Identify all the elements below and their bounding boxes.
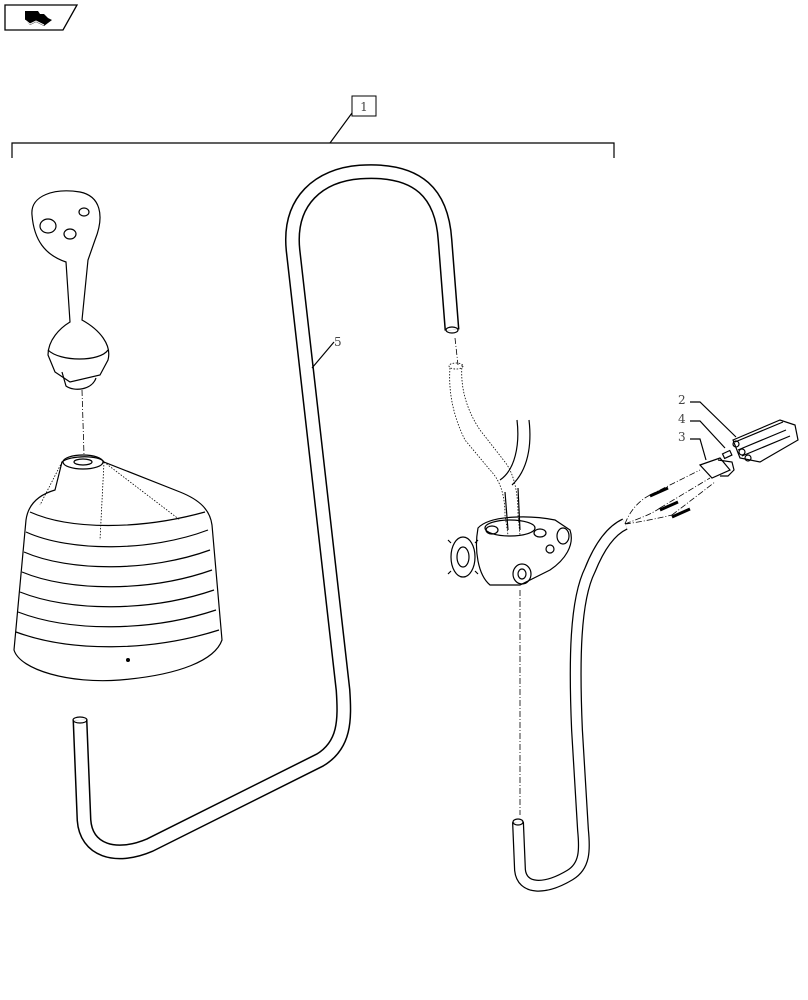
callout-3: 3 (678, 430, 686, 444)
harness-tube-lower (512, 518, 628, 892)
callout-5: 5 (334, 335, 342, 349)
nav-button[interactable] (4, 4, 79, 31)
callout-1: 1 (360, 100, 368, 114)
connector-2 (732, 419, 799, 463)
terminal-clip-3 (698, 457, 735, 479)
assembly-bracket: 1 (11, 95, 615, 158)
callout-4: 4 (678, 412, 686, 426)
harness-tube-5: 5 (72, 164, 460, 860)
joystick-handle (31, 190, 110, 390)
joystick-boot (13, 454, 223, 682)
seal-4 (721, 449, 733, 460)
callouts-right: 2 4 3 (678, 393, 737, 461)
terminals (624, 469, 716, 525)
callout-2: 2 (678, 393, 686, 407)
valve-body (447, 516, 572, 586)
page-flip-icon (24, 11, 52, 26)
